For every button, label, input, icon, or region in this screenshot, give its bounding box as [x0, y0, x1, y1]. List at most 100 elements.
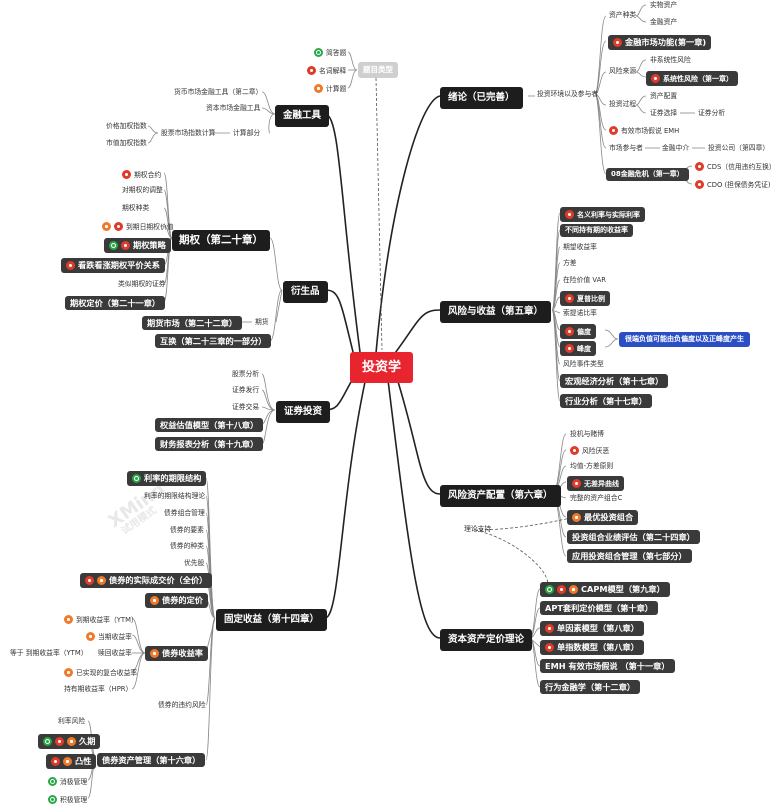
intro-crisis[interactable]: 08金融危机（第一章） [606, 168, 689, 181]
intro-participants[interactable]: 市场参与者 [609, 144, 643, 152]
equity-item[interactable]: 证券交易 [232, 403, 260, 411]
intro-risk-source[interactable]: 风险来源 [609, 67, 637, 75]
intro-emh[interactable]: 有效市场假说 EMH [607, 125, 681, 136]
fixed-bond-yield[interactable]: 债券收益率 [145, 646, 208, 661]
risk-item[interactable]: 风险事件类型 [563, 360, 604, 368]
risk-item[interactable]: 峰度 [560, 341, 596, 356]
yield-hpr[interactable]: 持有期收益率（HPR） [64, 685, 133, 693]
branch-tools[interactable]: 金融工具 [275, 105, 330, 127]
mgmt-passive[interactable]: 消极管理 [46, 776, 89, 787]
option-item[interactable]: 到期日期权价值 [100, 221, 176, 232]
intro-sys-risk[interactable]: 系统性风险（第一章） [646, 71, 738, 86]
tools-index[interactable]: 股票市场指数计算 [161, 129, 216, 137]
branch-derivatives[interactable]: 衍生品 [283, 281, 328, 303]
intro-env[interactable]: 投资环境以及参与者 [537, 90, 599, 98]
fixed-term-structure[interactable]: 利率的期限结构 [127, 471, 207, 486]
branch-alloc[interactable]: 风险资产配置（第六章） [440, 485, 561, 507]
fixed-bond-pricing[interactable]: 债券的定价 [145, 593, 208, 608]
mgmt-duration[interactable]: 久期 [38, 734, 101, 749]
risk-item[interactable]: 行业分析（第十七章） [560, 394, 652, 409]
alloc-item[interactable]: 投资组合业绩评估（第二十四章） [567, 530, 700, 545]
risk-item[interactable]: 不同持有期的收益率 [560, 224, 633, 237]
option-item[interactable]: 类似期权的证券 [118, 280, 166, 288]
tools-value-weighted[interactable]: 市值加权指数 [106, 139, 147, 147]
risk-item[interactable]: 期望收益率 [563, 243, 597, 251]
fixed-default-risk[interactable]: 债券的违约风险 [158, 701, 206, 709]
alloc-item[interactable]: 风险厌恶 [568, 445, 611, 456]
intro-inv-process[interactable]: 投资过程 [609, 100, 637, 108]
pricing-item[interactable]: EMH 有效市场假说 （第十一章） [540, 659, 675, 674]
yield-equal[interactable]: 等于 到期收益率（YTM） [10, 649, 88, 657]
mgmt-rate-risk[interactable]: 利率风险 [58, 717, 86, 725]
intro-real-asset[interactable]: 实物资产 [650, 1, 678, 9]
intro-inv-company[interactable]: 投资公司（第四章） [708, 144, 770, 152]
deriv-futures[interactable]: 期货市场（第二十二章） [142, 316, 243, 331]
pricing-item[interactable]: CAPM模型（第九章） [540, 582, 670, 597]
alloc-item[interactable]: 无差异曲线 [567, 476, 624, 491]
intro-security-anal[interactable]: 证券分析 [698, 109, 726, 117]
branch-equity[interactable]: 证券投资 [276, 401, 331, 423]
yield-current[interactable]: 当期收益率 [84, 631, 134, 642]
intro-cds[interactable]: CDS（信用违约互换） [693, 161, 778, 172]
deriv-options[interactable]: 期权（第二十章） [172, 230, 270, 251]
risk-item[interactable]: 夏普比例 [560, 291, 610, 306]
risk-item[interactable]: 方差 [563, 259, 577, 267]
intro-cdo[interactable]: CDO (担保债务凭证) [693, 179, 773, 190]
yield-realized[interactable]: 已实现的复合收益率 [62, 667, 139, 678]
pricing-item[interactable]: 行为金融学（第十二章） [540, 680, 641, 695]
option-item[interactable]: 期权策略 [104, 238, 171, 253]
pricing-item[interactable]: 单因素模型（第八章） [540, 621, 644, 636]
fixed-item[interactable]: 债券组合管理 [164, 509, 205, 517]
alloc-item[interactable]: 完整的资产组合C [570, 494, 623, 502]
intro-asset-alloc[interactable]: 资产配置 [650, 92, 678, 100]
option-item[interactable]: 期权合约 [120, 169, 163, 180]
risk-item[interactable]: 在险价值 VAR [563, 276, 606, 284]
equity-item[interactable]: 股票分析 [232, 370, 260, 378]
risk-callout: 很端负值可能由负偏度以及正峰度产生 [619, 332, 750, 347]
intro-nonsys-risk[interactable]: 非系统性风险 [650, 56, 691, 64]
option-item[interactable]: 期权种类 [122, 204, 150, 212]
branch-intro[interactable]: 绪论（已完善） [440, 87, 523, 109]
tools-price-weighted[interactable]: 价格加权指数 [106, 122, 147, 130]
fixed-item[interactable]: 债券的要素 [170, 526, 204, 534]
intro-intermediary[interactable]: 金融中介 [662, 144, 690, 152]
equity-item[interactable]: 财务报表分析（第十九章） [155, 437, 264, 452]
deriv-option-pricing[interactable]: 期权定价（第二十一章） [65, 296, 166, 311]
risk-item[interactable]: 索提诺比率 [563, 309, 597, 317]
branch-pricing[interactable]: 资本资产定价理论 [440, 629, 533, 651]
fixed-bond-mgmt[interactable]: 债券资产管理（第十六章） [97, 753, 206, 768]
mgmt-convexity[interactable]: 凸性 [46, 754, 97, 769]
branch-fixed-income[interactable]: 固定收益（第十四章） [216, 609, 328, 631]
risk-item[interactable]: 名义利率与实际利率 [560, 207, 645, 222]
tools-capital[interactable]: 资本市场金融工具 [206, 104, 261, 112]
yield-ytm[interactable]: 到期收益率（YTM） [62, 614, 140, 625]
root-topic[interactable]: 投资学 [350, 352, 414, 383]
alloc-item[interactable]: 应用投资组合管理（第七部分） [567, 549, 692, 564]
branch-risk[interactable]: 风险与收益（第五章） [440, 301, 552, 323]
deriv-futures-label[interactable]: 期货 [255, 318, 269, 326]
intro-asset-types[interactable]: 资产种类 [609, 11, 637, 19]
fixed-term-theory[interactable]: 利率的期限结构理论 [144, 492, 206, 500]
pricing-item[interactable]: 单指数模型（第八章） [540, 640, 644, 655]
option-item[interactable]: 对期权的调整 [122, 186, 163, 194]
risk-item[interactable]: 偏度 [560, 324, 596, 339]
pricing-item[interactable]: APT套利定价模型（第十章） [540, 601, 658, 616]
option-item[interactable]: 看跌看涨期权平价关系 [61, 258, 165, 273]
mgmt-active[interactable]: 积极管理 [46, 794, 89, 805]
intro-security-sel[interactable]: 证券选择 [650, 109, 678, 117]
tools-calc[interactable]: 计算部分 [233, 129, 261, 137]
fixed-item[interactable]: 债券的种类 [170, 542, 204, 550]
deriv-swap[interactable]: 互换（第二十三章的一部分） [155, 334, 272, 349]
alloc-item[interactable]: 投机与赌博 [570, 430, 604, 438]
risk-item[interactable]: 宏观经济分析（第十七章） [560, 374, 669, 389]
alloc-item[interactable]: 最优投资组合 [567, 510, 639, 525]
fixed-item[interactable]: 优先股 [184, 559, 205, 567]
equity-item[interactable]: 证券发行 [232, 386, 260, 394]
tools-money[interactable]: 货币市场金融工具（第二章） [174, 88, 263, 96]
intro-fin-asset[interactable]: 金融资产 [650, 18, 678, 26]
fixed-quote[interactable]: 债券的实际成交价（全价） [80, 573, 213, 588]
equity-item[interactable]: 权益估值模型（第十八章） [155, 418, 264, 433]
yield-call[interactable]: 赎回收益率 [98, 649, 132, 657]
intro-fin-func[interactable]: 金融市场功能(第一章) [608, 35, 712, 50]
alloc-item[interactable]: 均值-方差原则 [570, 462, 614, 470]
